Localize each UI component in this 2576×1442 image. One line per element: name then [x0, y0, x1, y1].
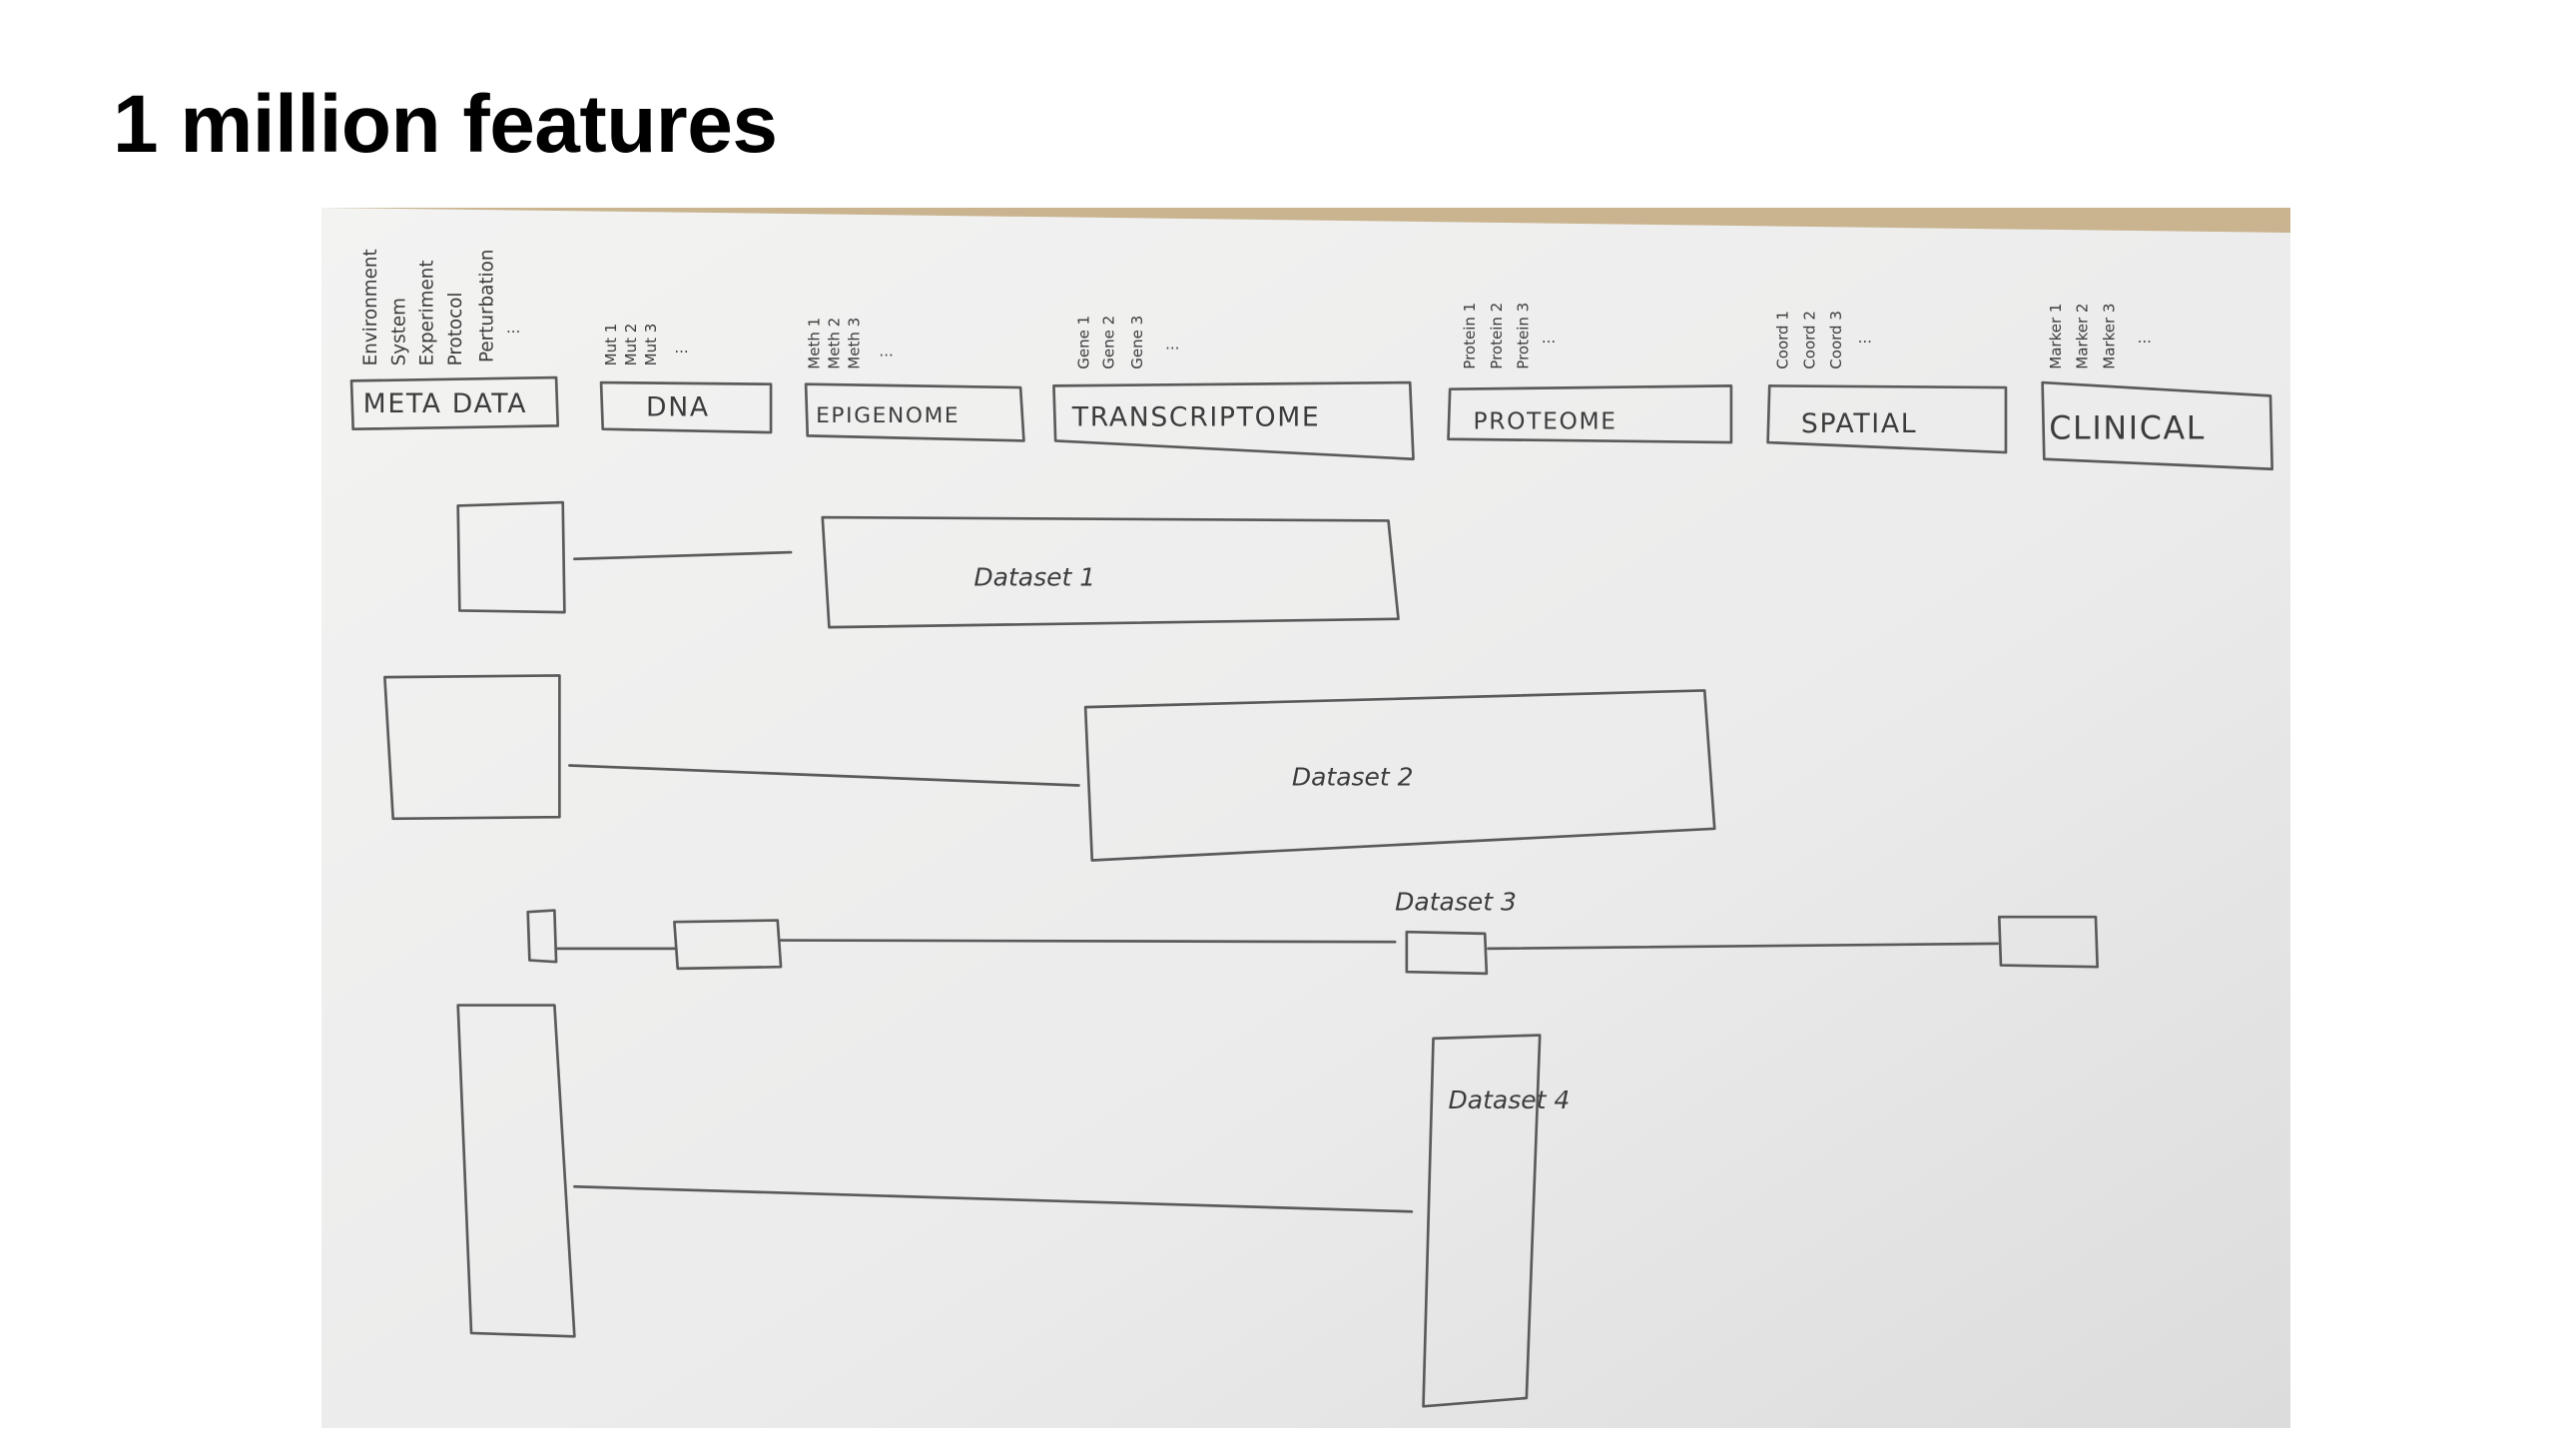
category-label: CLINICAL — [2049, 411, 2206, 447]
feature-label: Meth 3 — [845, 318, 863, 369]
feature-label: Mut 2 — [622, 324, 640, 366]
metadata-block — [456, 1004, 576, 1338]
clinical-block — [1997, 915, 2099, 969]
feature-ellipsis: ... — [1858, 329, 1872, 347]
feature-label: Experiment — [417, 260, 438, 365]
feature-label: Gene 1 — [1074, 316, 1092, 369]
category-dna: DNA — [599, 380, 773, 434]
feature-label: Meth 1 — [805, 318, 823, 369]
category-epigenome: EPIGENOME — [804, 382, 1025, 442]
dataset-label: Dataset 4 — [1449, 1085, 1571, 1114]
proteome-features: Protein 1 Protein 2 Protein 3 ... — [1461, 303, 1556, 369]
feature-ellipsis: ... — [674, 339, 688, 357]
category-label: PROTEOME — [1474, 407, 1617, 435]
connector-line — [573, 550, 793, 561]
proteome-block — [1405, 930, 1489, 976]
dna-features: Mut 1 Mut 2 Mut 3 ... — [602, 324, 689, 366]
dataset-1: Dataset 1 — [456, 500, 1400, 629]
category-meta-data: META DATA — [349, 375, 560, 431]
feature-ellipsis: ... — [879, 342, 893, 360]
feature-label: Protocol — [445, 293, 466, 366]
sketch-photo: META DATA DNA EPIGENOME TRANSCRIPTOME PR… — [322, 208, 2290, 1428]
dataset-label: Dataset 3 — [1395, 888, 1517, 917]
category-label: EPIGENOME — [816, 403, 960, 428]
feature-ellipsis: ... — [1165, 336, 1179, 354]
category-label: TRANSCRIPTOME — [1071, 401, 1321, 432]
feature-label: Gene 2 — [1099, 316, 1117, 369]
feature-label: Protein 3 — [1515, 303, 1533, 369]
connector-line — [779, 939, 1397, 944]
category-transcriptome: TRANSCRIPTOME — [1052, 380, 1415, 461]
category-label: DNA — [646, 391, 710, 422]
feature-label: Protein 2 — [1488, 303, 1506, 369]
feature-ellipsis: ... — [2138, 329, 2152, 347]
dataset-label: Dataset 2 — [1292, 762, 1414, 791]
feature-label: System — [388, 298, 409, 365]
feature-label: Mut 1 — [602, 324, 620, 366]
connector-line — [1487, 942, 1999, 951]
feature-label: Environment — [360, 249, 381, 365]
feature-label: Coord 3 — [1827, 311, 1845, 369]
category-proteome: PROTEOME — [1447, 384, 1733, 444]
category-label: SPATIAL — [1801, 408, 1917, 439]
metadata-block — [383, 674, 561, 821]
feature-label: Meth 2 — [825, 318, 843, 369]
connector-line — [573, 1184, 1414, 1213]
category-clinical: CLINICAL — [2041, 380, 2273, 471]
data-block — [1422, 1034, 1542, 1408]
spatial-features: Coord 1 Coord 2 Coord 3 ... — [1774, 311, 1872, 369]
feature-label: Marker 3 — [2100, 304, 2118, 369]
connector-line — [568, 764, 1080, 787]
dataset-label: Dataset 1 — [973, 562, 1095, 591]
feature-ellipsis: ... — [506, 319, 520, 337]
feature-label: Marker 2 — [2074, 304, 2092, 369]
meta-data-features: Environment System Experiment Protocol P… — [360, 249, 520, 365]
data-block — [1083, 689, 1716, 862]
feature-label: Mut 3 — [642, 324, 660, 366]
metadata-block — [526, 909, 558, 964]
paper-sheet — [322, 208, 2290, 1428]
sketch-drawing: META DATA DNA EPIGENOME TRANSCRIPTOME PR… — [322, 208, 2290, 1428]
metadata-block — [456, 500, 566, 614]
dataset-2: Dataset 2 — [383, 674, 1716, 862]
data-block — [821, 515, 1400, 629]
dna-block — [673, 919, 783, 971]
category-label: META DATA — [363, 388, 527, 419]
feature-label: Perturbation — [477, 250, 498, 363]
feature-label: Protein 1 — [1461, 303, 1479, 369]
dataset-3: Dataset 3 — [526, 888, 2099, 976]
epigenome-features: Meth 1 Meth 2 Meth 3 ... — [805, 318, 893, 369]
dataset-4: Dataset 4 — [456, 1004, 1571, 1408]
feature-label: Marker 1 — [2047, 304, 2065, 369]
feature-ellipsis: ... — [1542, 329, 1556, 347]
feature-label: Coord 1 — [1774, 311, 1792, 369]
clinical-features: Marker 1 Marker 2 Marker 3 ... — [2047, 304, 2152, 369]
category-spatial: SPATIAL — [1766, 384, 2008, 454]
slide-title: 1 million features — [113, 79, 778, 170]
transcriptome-features: Gene 1 Gene 2 Gene 3 ... — [1074, 316, 1179, 369]
feature-label: Coord 2 — [1800, 311, 1818, 369]
feature-label: Gene 3 — [1128, 316, 1146, 369]
